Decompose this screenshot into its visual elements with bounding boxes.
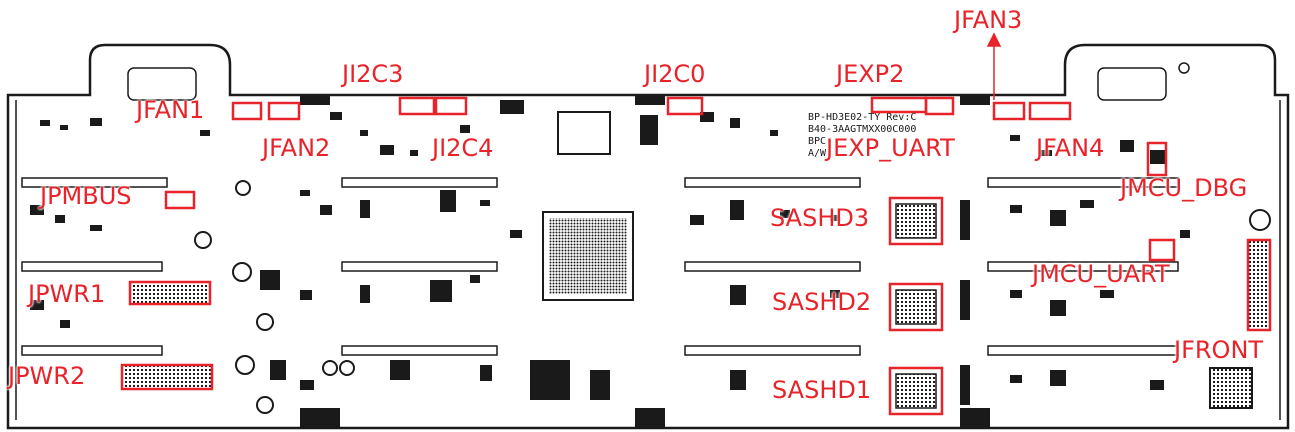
jpwr1-header bbox=[130, 282, 210, 304]
label-jexp2: JEXP2 bbox=[836, 60, 905, 88]
silkscreen-line-2: B40-3AAGTMXX00C000 bbox=[808, 124, 916, 135]
box-jfront bbox=[1246, 238, 1272, 332]
label-jfront: JFRONT bbox=[1174, 336, 1264, 364]
jfan3-arrow bbox=[986, 32, 1002, 100]
label-jmcu-uart: JMCU_UART bbox=[1032, 260, 1170, 288]
box-sashd1 bbox=[888, 366, 944, 416]
box-jfan1 bbox=[231, 101, 263, 121]
bottom-notch-2 bbox=[635, 408, 665, 428]
box-ji2c3 bbox=[398, 96, 436, 116]
left-tab-slot bbox=[127, 67, 197, 101]
silkscreen-line-1: BP-HD3E02-TY Rev:C bbox=[808, 112, 916, 123]
label-jfan1: JFAN1 bbox=[136, 96, 205, 124]
box-sashd2 bbox=[888, 282, 944, 332]
highlight-boxes bbox=[120, 96, 1272, 416]
box-jpwr2 bbox=[120, 363, 214, 391]
top-notch-3 bbox=[960, 95, 990, 105]
right-tab-hole bbox=[1178, 62, 1190, 74]
bottom-notch-3 bbox=[960, 408, 990, 428]
box-jpwr1 bbox=[128, 280, 212, 306]
board-outline bbox=[6, 43, 1290, 430]
component-clutter bbox=[30, 100, 1190, 405]
box-sashd3 bbox=[888, 196, 944, 246]
top-chip bbox=[557, 111, 611, 155]
top-notch-1 bbox=[300, 95, 330, 105]
box-jexp-uart bbox=[924, 96, 955, 116]
jfront-header bbox=[1247, 239, 1271, 331]
label-jpwr1: JPWR1 bbox=[28, 280, 106, 308]
top-notch-2 bbox=[635, 95, 665, 105]
box-jmcu-uart bbox=[1148, 238, 1176, 262]
label-jmcu-dbg: JMCU_DBG bbox=[1120, 174, 1248, 202]
box-jmcu-dbg bbox=[1146, 141, 1168, 177]
sas-connectors bbox=[889, 197, 943, 415]
label-jfan2: JFAN2 bbox=[262, 134, 331, 162]
box-jpmbus bbox=[164, 190, 196, 210]
label-jfan3: JFAN3 bbox=[954, 6, 1023, 34]
label-sashd3: SASHD3 bbox=[770, 204, 870, 232]
box-jfan3 bbox=[992, 101, 1026, 121]
label-jexp-uart: JEXP_UART bbox=[826, 134, 955, 162]
box-jfan4 bbox=[1028, 101, 1072, 121]
label-jpmbus: JPMBUS bbox=[40, 182, 132, 210]
box-ji2c0 bbox=[666, 96, 704, 116]
bottom-notch-1 bbox=[300, 408, 340, 428]
front-chip bbox=[1209, 367, 1253, 409]
box-ji2c4 bbox=[434, 96, 468, 116]
label-ji2c0: JI2C0 bbox=[644, 60, 706, 88]
label-jpwr2: JPWR2 bbox=[8, 362, 86, 390]
right-tab-slot bbox=[1097, 67, 1167, 101]
main-bga-chip bbox=[542, 211, 634, 301]
label-sashd1: SASHD1 bbox=[772, 376, 872, 404]
capacitor-circles bbox=[194, 180, 1271, 414]
silkscreen-block: BP-HD3E02-TY Rev:C B40-3AAGTMXX00C000 BP… bbox=[808, 112, 916, 159]
box-jfan2 bbox=[267, 101, 301, 121]
label-sashd2: SASHD2 bbox=[772, 288, 872, 316]
label-ji2c4: JI2C4 bbox=[432, 134, 494, 162]
label-jfan4: JFAN4 bbox=[1036, 134, 1105, 162]
silkscreen-line-4: A/W: bbox=[808, 148, 832, 159]
label-ji2c3: JI2C3 bbox=[342, 60, 404, 88]
drive-bay-slots bbox=[21, 177, 1179, 356]
silkscreen-line-3: BPC- bbox=[808, 136, 832, 147]
jpwr2-header bbox=[122, 365, 212, 389]
